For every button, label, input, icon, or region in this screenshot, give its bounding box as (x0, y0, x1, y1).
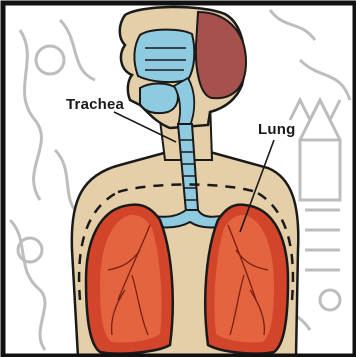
trachea-label: Trachea (66, 96, 124, 113)
lung-label: Lung (258, 121, 295, 138)
brain-region (196, 12, 246, 98)
mouth-cavity (140, 84, 178, 114)
nasal-cavity (134, 30, 194, 82)
